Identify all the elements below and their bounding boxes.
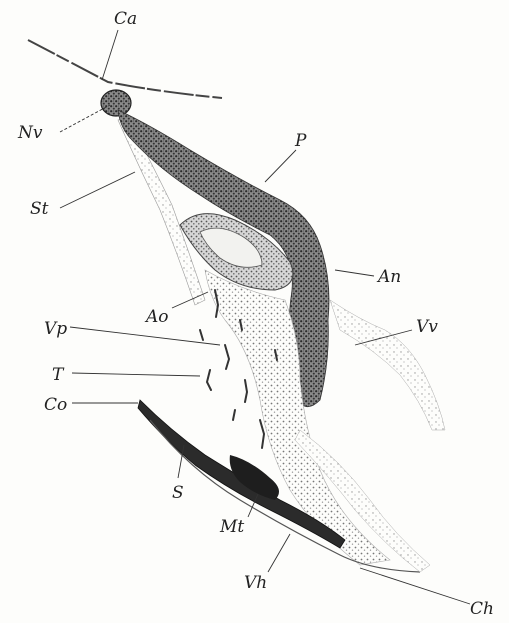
label-ao: Ao bbox=[144, 307, 169, 327]
label-an: An bbox=[376, 267, 401, 287]
leader-ca bbox=[102, 30, 118, 80]
label-s: S bbox=[172, 483, 184, 503]
cartilage-line bbox=[28, 40, 222, 98]
label-p: P bbox=[294, 131, 307, 151]
label-vh: Vh bbox=[244, 573, 267, 593]
label-t: T bbox=[52, 365, 65, 385]
label-vv: Vv bbox=[416, 317, 438, 337]
label-mt: Mt bbox=[219, 517, 244, 537]
label-vp: Vp bbox=[44, 319, 67, 339]
label-ch: Ch bbox=[470, 599, 494, 619]
label-nv: Nv bbox=[17, 123, 43, 143]
leader-t bbox=[72, 373, 200, 376]
label-co: Co bbox=[44, 395, 67, 415]
leader-vh bbox=[268, 534, 290, 572]
leader-p bbox=[265, 150, 296, 182]
leader-ch bbox=[360, 568, 470, 604]
nerve-knob bbox=[101, 90, 131, 116]
leader-an bbox=[335, 270, 374, 276]
leader-st bbox=[60, 172, 135, 208]
label-ca: Ca bbox=[114, 9, 137, 29]
label-st: St bbox=[30, 199, 49, 219]
leader-vp bbox=[70, 327, 220, 345]
